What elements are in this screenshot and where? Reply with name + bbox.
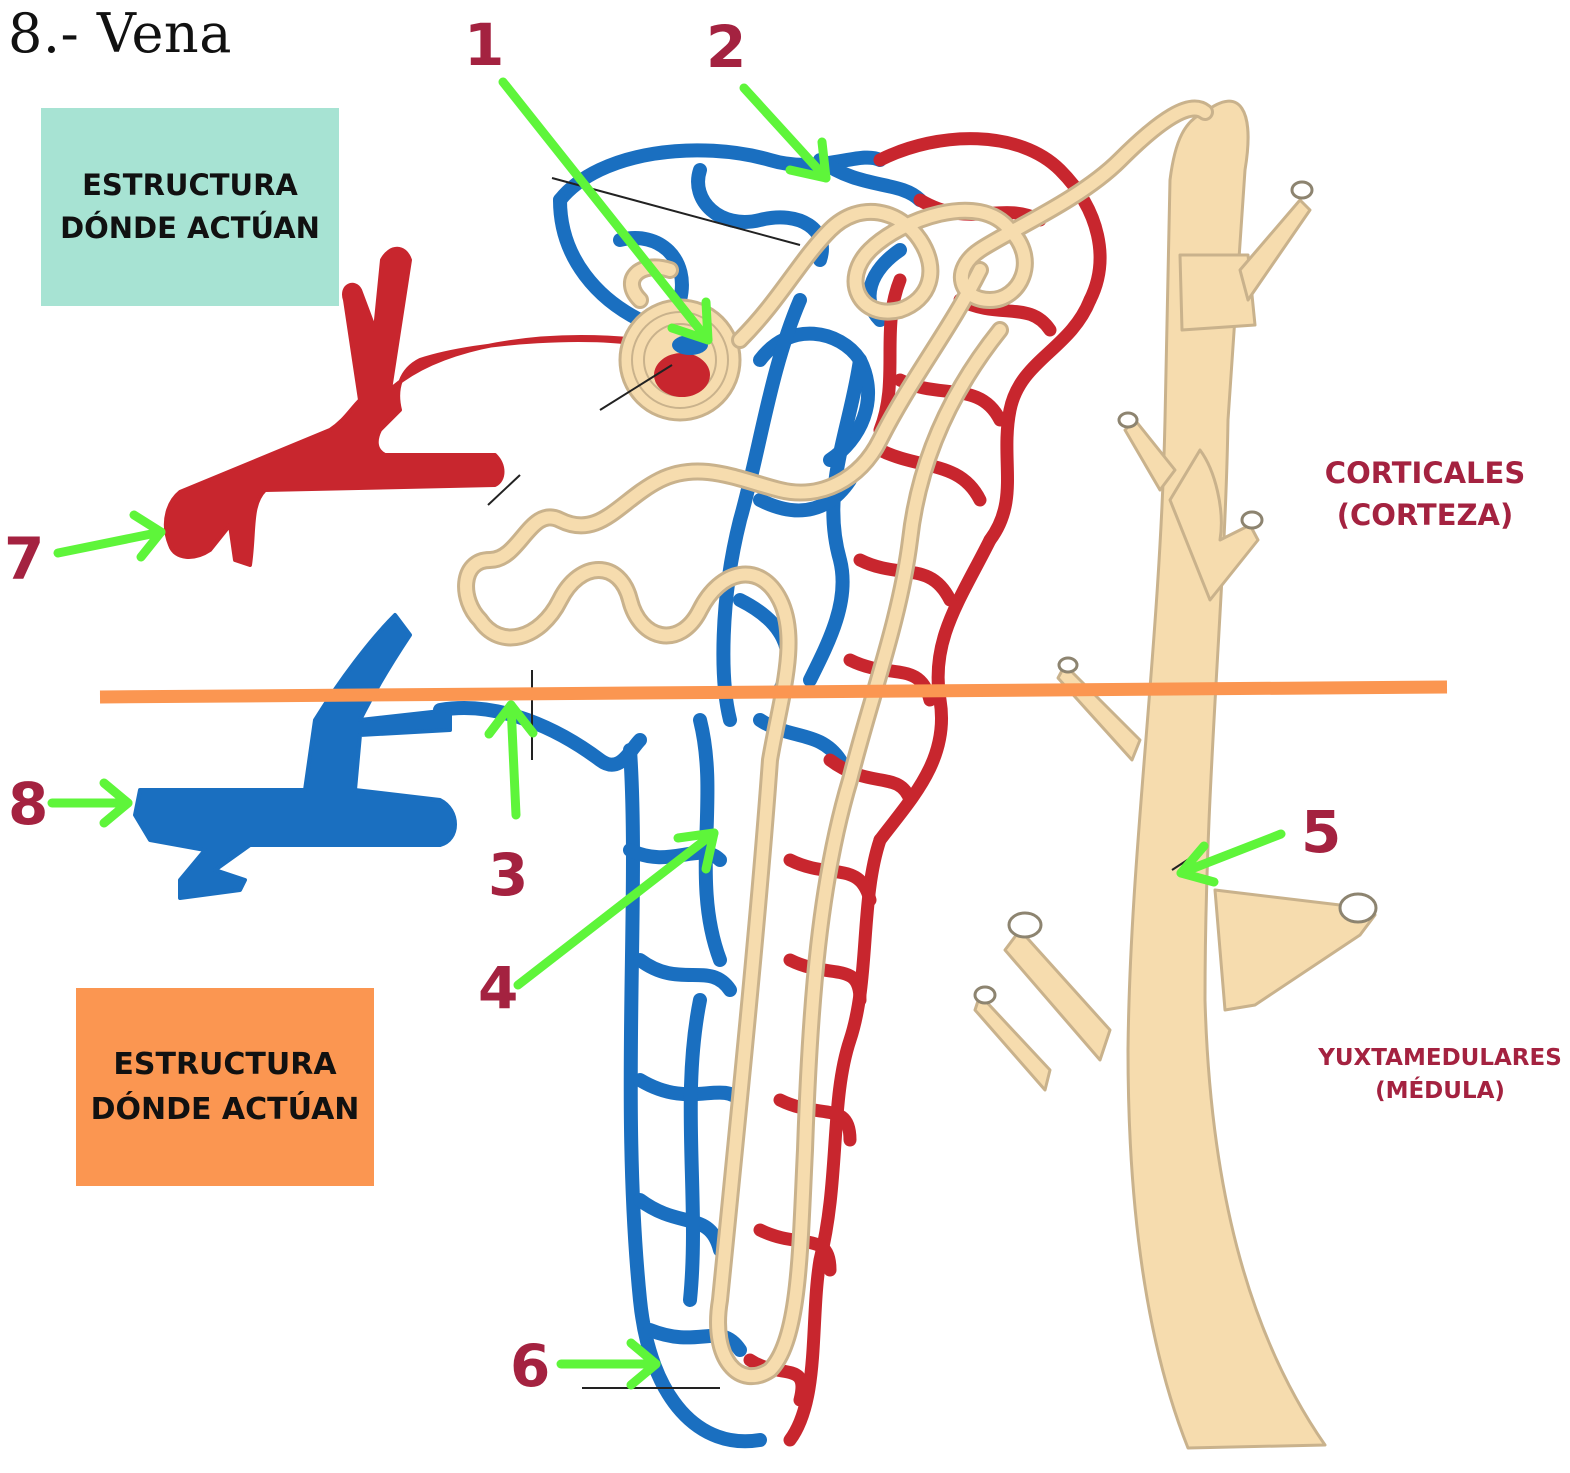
juxtamedullary-label-line1: YUXTAMEDULARES — [1305, 1042, 1570, 1075]
marker-2: 2 — [706, 18, 746, 76]
juxtamedullary-label-line2: (MÉDULA) — [1305, 1075, 1570, 1108]
marker-8: 8 — [8, 775, 48, 833]
juxtamedullary-label: YUXTAMEDULARES (MÉDULA) — [1305, 1042, 1570, 1109]
marker-3: 3 — [488, 846, 528, 904]
renal-vein — [135, 615, 455, 898]
collecting-duct — [975, 101, 1375, 1448]
cortical-label-line2: (CORTEZA) — [1300, 494, 1550, 536]
arrow-4 — [518, 833, 714, 985]
marker-5: 5 — [1301, 803, 1341, 861]
arrow-7 — [58, 515, 161, 557]
marker-4: 4 — [478, 959, 518, 1017]
marker-6: 6 — [510, 1337, 550, 1395]
arrow-3 — [489, 705, 533, 815]
arrow-6 — [561, 1343, 656, 1385]
cortical-label-line1: CORTICALES — [1300, 452, 1550, 494]
arrow-8 — [52, 783, 128, 823]
cortical-label: CORTICALES (CORTEZA) — [1300, 452, 1550, 536]
marker-7: 7 — [4, 530, 44, 588]
cortex-medulla-divider — [100, 687, 1447, 697]
glomerulus — [620, 300, 740, 420]
marker-1: 1 — [464, 16, 504, 74]
